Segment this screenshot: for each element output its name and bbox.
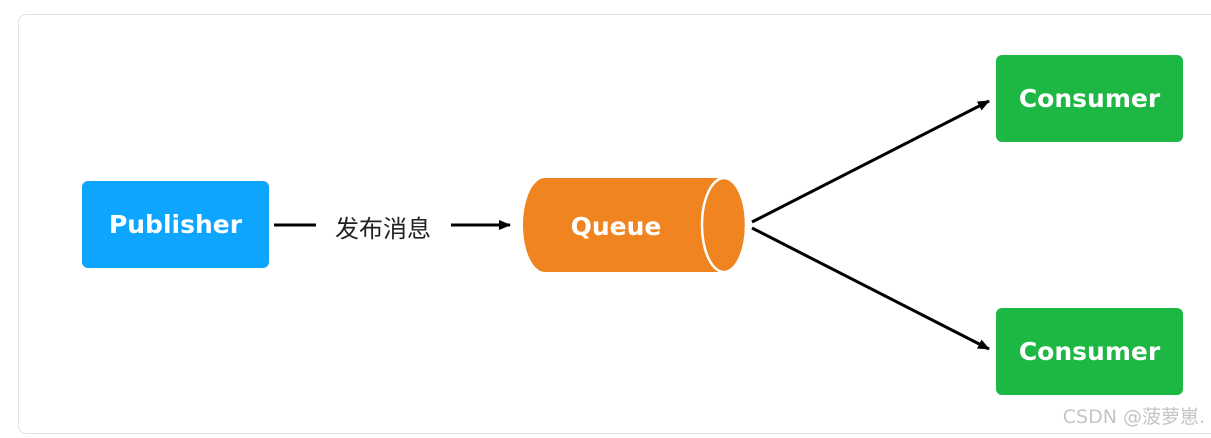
consumer-bottom-label: Consumer xyxy=(1018,337,1161,366)
publish-message-label: 发布消息 xyxy=(318,208,448,244)
publisher-label: Publisher xyxy=(108,210,243,239)
watermark: CSDN @菠萝崽. xyxy=(1062,406,1205,428)
queue-to-consumer-top-arrow xyxy=(751,99,990,224)
queue-to-consumer-bottom-arrow xyxy=(751,226,990,351)
consumer-node-top: Consumer xyxy=(996,55,1183,142)
publisher-node: Publisher xyxy=(82,181,269,268)
consumer-node-bottom: Consumer xyxy=(996,308,1183,395)
queue-label: Queue xyxy=(570,211,662,241)
queue-cylinder xyxy=(523,176,748,274)
consumer-top-label: Consumer xyxy=(1018,84,1161,113)
